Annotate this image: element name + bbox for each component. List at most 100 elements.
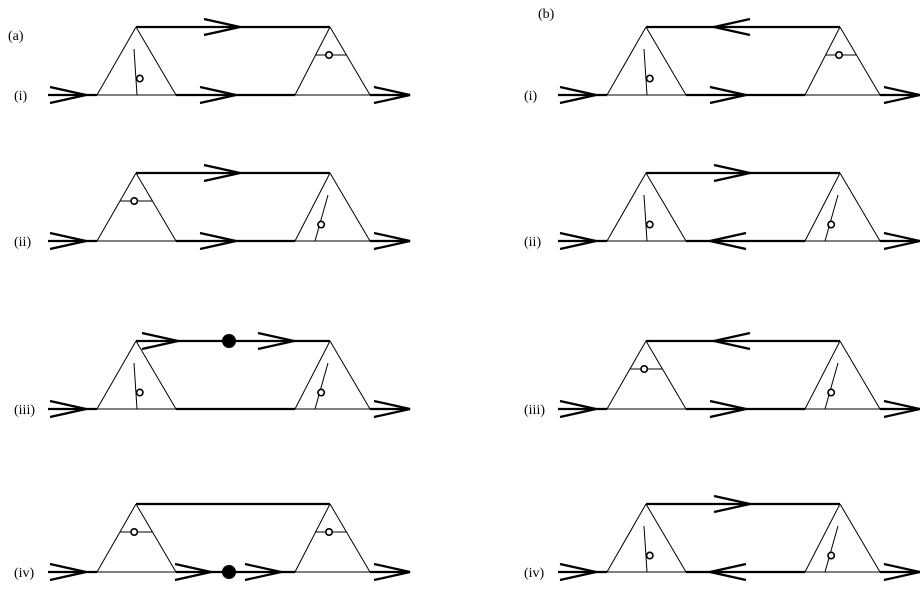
- triangle-edge: [839, 340, 881, 410]
- triangle-edge: [645, 26, 687, 96]
- arrow-head: [709, 85, 747, 105]
- insertion-vertex: [645, 551, 654, 560]
- arrow-head: [203, 163, 241, 183]
- insertion-line: [824, 525, 839, 573]
- insertion-vertex: [135, 74, 144, 83]
- triangle-edge: [606, 340, 647, 410]
- triangle-edge: [804, 340, 841, 410]
- triangle-edge: [135, 26, 177, 96]
- triangle-edge: [135, 503, 177, 573]
- arrow-head: [141, 331, 179, 351]
- triangle-edge: [804, 26, 841, 96]
- arrow-head: [559, 231, 597, 251]
- arrow-head: [559, 85, 597, 105]
- arrow-head: [713, 163, 751, 183]
- triangle-edge: [645, 340, 687, 410]
- triangle-edge: [839, 503, 881, 573]
- arrow-head: [373, 399, 411, 419]
- arrow-head: [174, 562, 212, 582]
- arrow-head: [373, 231, 411, 251]
- triangle-edge: [294, 340, 331, 410]
- insertion-vertex: [645, 74, 654, 83]
- insertion-line: [133, 362, 138, 410]
- arrow-head: [559, 399, 597, 419]
- arrow-head: [49, 562, 87, 582]
- insertion-line: [643, 194, 648, 242]
- triangle-edge: [606, 503, 647, 573]
- arrow-head: [49, 85, 87, 105]
- row-label: (iii): [524, 403, 545, 418]
- insertion-line: [643, 525, 648, 573]
- triangle-edge: [839, 172, 881, 242]
- row-label: (i): [524, 89, 538, 104]
- arrow-head: [709, 231, 747, 251]
- triangle-edge: [96, 172, 137, 242]
- arrow-head: [49, 231, 87, 251]
- insertion-line: [824, 362, 839, 410]
- triangle-edge: [606, 26, 647, 96]
- insertion-vertex: [317, 220, 326, 229]
- insertion-line: [314, 194, 329, 242]
- triangle-edge: [96, 340, 137, 410]
- arrow-head: [883, 231, 920, 251]
- triangle-edge: [606, 172, 647, 242]
- insertion-line: [133, 48, 138, 96]
- arrow-head: [199, 231, 237, 251]
- insertion-vertex: [130, 527, 139, 536]
- triangle-edge: [135, 172, 177, 242]
- vertex-dot: [222, 334, 236, 348]
- triangle-edge: [329, 26, 371, 96]
- arrow-head: [203, 17, 241, 37]
- triangle-edge: [329, 503, 371, 573]
- triangle-edge: [804, 172, 841, 242]
- insertion-line: [824, 194, 839, 242]
- triangle-edge: [329, 172, 371, 242]
- arrow-head: [199, 85, 237, 105]
- triangle-edge: [839, 26, 881, 96]
- triangle-edge: [329, 340, 371, 410]
- triangle-edge: [294, 26, 331, 96]
- triangle-edge: [96, 26, 137, 96]
- panel-label: (a): [8, 29, 24, 44]
- arrow-head: [559, 562, 597, 582]
- row-label: (iii): [14, 403, 35, 418]
- arrow-head: [244, 562, 282, 582]
- insertion-vertex: [640, 364, 649, 373]
- triangle-edge: [294, 503, 331, 573]
- arrow-head: [49, 399, 87, 419]
- row-label: (iv): [14, 566, 35, 581]
- row-label: (i): [14, 89, 28, 104]
- arrow-head: [883, 85, 920, 105]
- arrow-head: [709, 399, 747, 419]
- insertion-vertex: [827, 551, 836, 560]
- triangle-edge: [294, 172, 331, 242]
- arrow-head: [713, 17, 751, 37]
- triangle-edge: [645, 172, 687, 242]
- insertion-vertex: [135, 388, 144, 397]
- arrow-head: [709, 562, 747, 582]
- triangle-edge: [804, 503, 841, 573]
- arrow-head: [713, 494, 751, 514]
- triangle-edge: [645, 503, 687, 573]
- triangle-edge: [96, 503, 137, 573]
- arrow-head: [257, 331, 295, 351]
- insertion-line: [643, 48, 648, 96]
- insertion-vertex: [317, 388, 326, 397]
- arrow-head: [713, 331, 751, 351]
- arrow-head: [883, 399, 920, 419]
- arrow-head: [373, 562, 411, 582]
- insertion-vertex: [325, 50, 334, 59]
- row-label: (ii): [14, 235, 31, 250]
- insertion-vertex: [645, 220, 654, 229]
- insertion-vertex: [325, 527, 334, 536]
- insertion-vertex: [835, 50, 844, 59]
- row-label: (iv): [524, 566, 545, 581]
- panel-label: (b): [538, 7, 555, 22]
- insertion-line: [314, 362, 329, 410]
- insertion-vertex: [827, 220, 836, 229]
- vertex-dot: [222, 565, 236, 579]
- row-label: (ii): [524, 235, 541, 250]
- insertion-vertex: [827, 388, 836, 397]
